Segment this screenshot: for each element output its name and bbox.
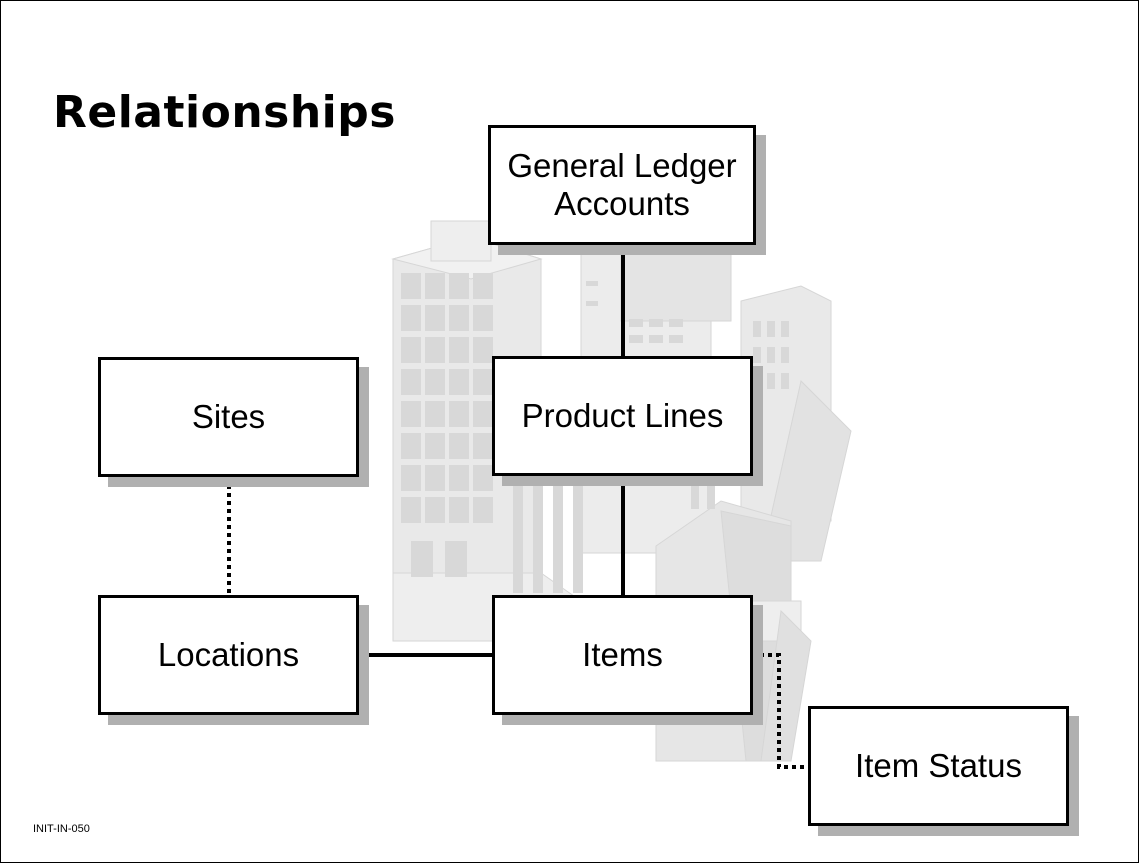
node-items: Items [492,595,753,715]
node-label: Items [582,636,663,674]
node-sites: Sites [98,357,359,477]
slide-code: INIT-IN-050 [33,823,90,835]
node-item-status: Item Status [808,706,1069,826]
slide-title: Relationships [53,87,396,138]
node-product-lines: Product Lines [492,356,753,476]
node-label: Product Lines [521,397,724,435]
node-label: General Ledger Accounts [507,147,737,222]
node-label: Sites [191,398,266,436]
node-label: Locations [157,636,300,674]
node-label: Item Status [855,747,1022,785]
node-locations: Locations [98,595,359,715]
connector-items-to-item-status [752,653,808,769]
node-general-ledger-accounts: General Ledger Accounts [488,125,756,245]
